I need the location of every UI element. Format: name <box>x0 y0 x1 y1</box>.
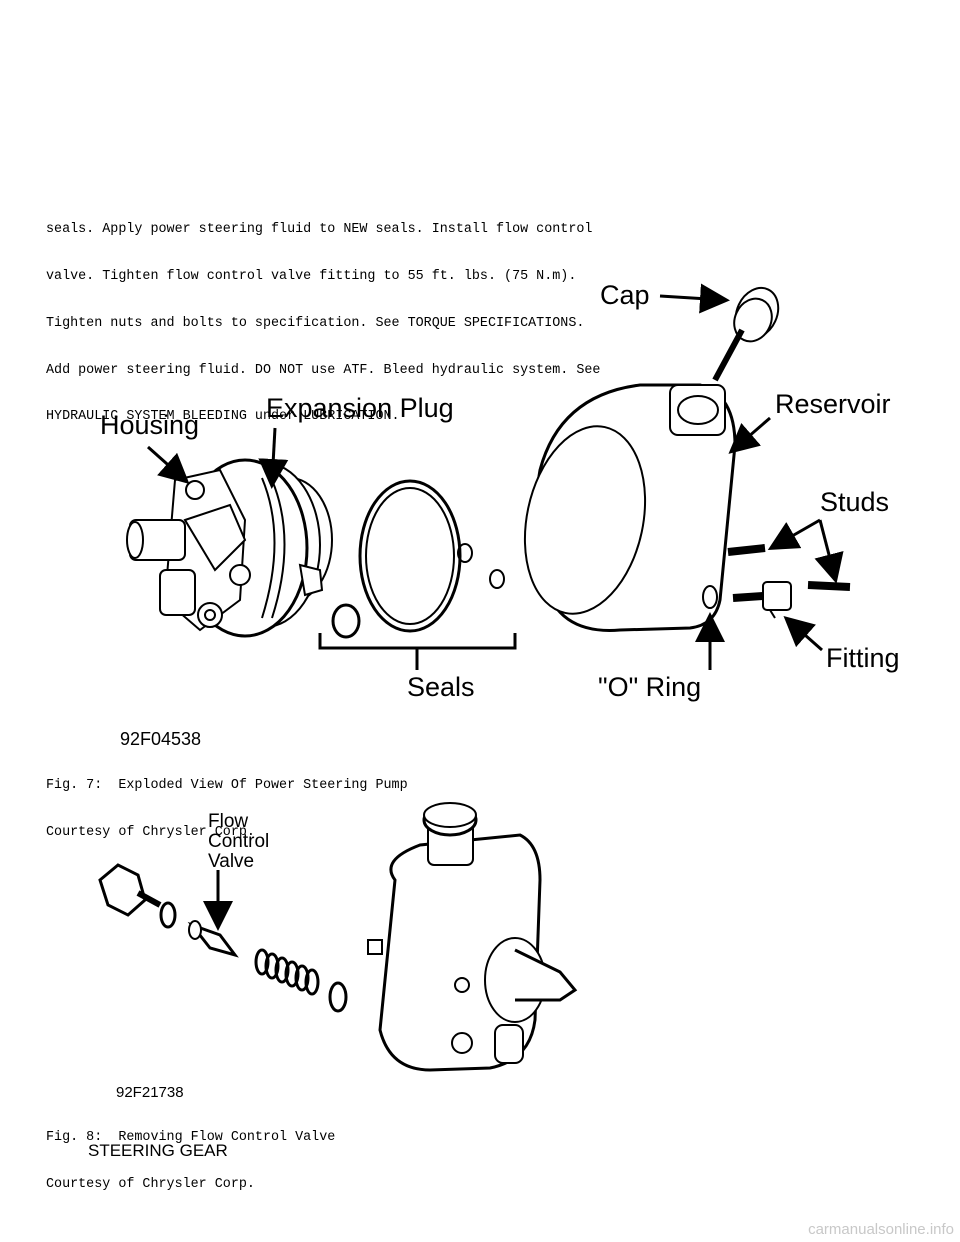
label-flow: Flow <box>208 811 249 832</box>
intro-line: valve. Tighten flow control valve fittin… <box>46 268 577 284</box>
label-flow-control-valve: Flow Control Valve <box>208 812 269 872</box>
figure-7-credit: Courtesy of Chrysler Corp. <box>46 824 255 840</box>
section-heading: STEERING GEAR <box>88 1141 228 1160</box>
label-control: Control <box>208 831 270 852</box>
reservoir-drawing <box>523 383 737 632</box>
small-seal-drawing <box>457 543 473 563</box>
watermark: carmanualsonline.info <box>808 1221 954 1238</box>
figure-7-caption-text: Fig. 7: Exploded View Of Power Steering … <box>46 778 408 794</box>
fitting-drawing <box>732 581 792 619</box>
label-seals: Seals <box>407 672 475 702</box>
intro-line: Tighten nuts and bolts to specification.… <box>46 315 585 331</box>
housing-drawing <box>126 458 333 638</box>
o-ring-drawing <box>702 585 718 609</box>
label-o-ring: "O" Ring <box>598 672 702 702</box>
figure-8-credit: Courtesy of Chrysler Corp. <box>46 1176 255 1192</box>
label-cap: Cap <box>600 280 650 310</box>
label-reservoir: Reservoir <box>775 389 891 419</box>
label-housing: Housing <box>100 410 200 440</box>
figure-8-illustration <box>98 802 578 1072</box>
figure-8-caption-text: Fig. 8: Removing Flow Control Valve <box>46 1130 336 1146</box>
figure-8-code: 92F21738 <box>116 1084 184 1101</box>
studs-drawing <box>727 544 851 591</box>
large-seal-drawing <box>358 479 462 633</box>
label-expansion-plug: Expansion Plug <box>266 393 454 423</box>
label-valve: Valve <box>208 851 255 872</box>
label-fitting: Fitting <box>826 643 900 673</box>
intro-line: Add power steering fluid. DO NOT use ATF… <box>46 362 601 378</box>
label-studs: Studs <box>820 487 890 517</box>
figure-7-code: 92F04538 <box>120 729 202 749</box>
figure-7-caption: Fig. 7: Exploded View Of Power Steering … <box>46 747 408 856</box>
intro-line: HYDRAULIC SYSTEM BLEEDING under LUBRICAT… <box>46 409 400 425</box>
intro-line: seals. Apply power steering fluid to NEW… <box>46 222 593 238</box>
intro-paragraph: seals. Apply power steering fluid to NEW… <box>46 191 600 441</box>
figure-8-caption: Fig. 8: Removing Flow Control Valve Cour… <box>46 1099 335 1208</box>
cap-drawing <box>712 286 780 382</box>
